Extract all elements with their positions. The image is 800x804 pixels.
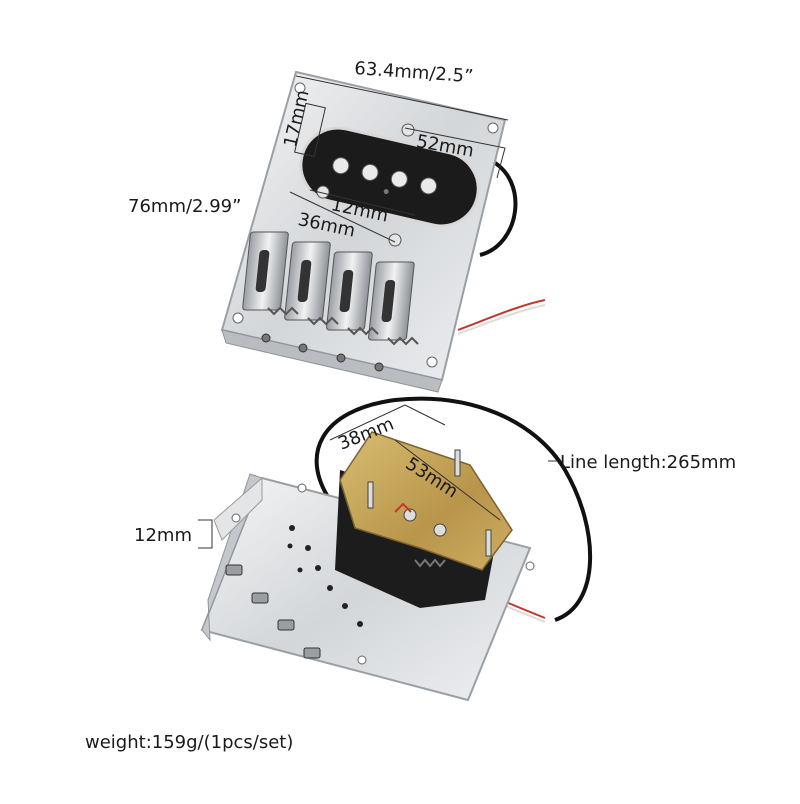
bottom-bridge xyxy=(198,396,592,702)
pickup xyxy=(299,126,480,228)
top-wire-leads xyxy=(457,299,546,331)
mount-hole xyxy=(357,655,367,665)
side-screws xyxy=(225,564,321,659)
mount-hole xyxy=(231,513,241,523)
label-plate-height: 76mm/2.99” xyxy=(128,196,242,217)
pole-piece xyxy=(332,157,350,175)
springs xyxy=(267,306,419,346)
mount-hole xyxy=(525,561,535,571)
mount-hole xyxy=(232,312,244,324)
height-screw xyxy=(388,233,402,247)
intonation-screws xyxy=(261,333,384,372)
string-holes xyxy=(287,525,363,627)
mount-hole xyxy=(487,122,499,134)
saddle xyxy=(242,231,289,311)
saddle xyxy=(368,261,415,341)
mount-hole xyxy=(426,356,438,368)
top-wire xyxy=(479,158,518,257)
dimension-lines-bottom xyxy=(198,404,558,549)
saddle xyxy=(326,251,373,331)
label-weight: weight:159g/(1pcs/set) xyxy=(85,732,294,753)
top-bridge xyxy=(220,70,546,393)
bottom-wire xyxy=(314,396,592,622)
saddle xyxy=(284,241,331,321)
pole-piece xyxy=(361,163,379,181)
saddles xyxy=(242,231,415,341)
dimension-lines-top xyxy=(289,75,509,243)
height-screw xyxy=(401,123,415,137)
pole-piece xyxy=(420,177,438,195)
pole-piece xyxy=(390,170,408,188)
mount-hole xyxy=(297,483,307,493)
label-line-length: Line length:265mm xyxy=(560,452,737,473)
terminals xyxy=(367,449,492,557)
label-plate-side: 12mm xyxy=(134,525,192,546)
mount-hole xyxy=(294,82,306,94)
brass-baseplate xyxy=(339,431,513,571)
